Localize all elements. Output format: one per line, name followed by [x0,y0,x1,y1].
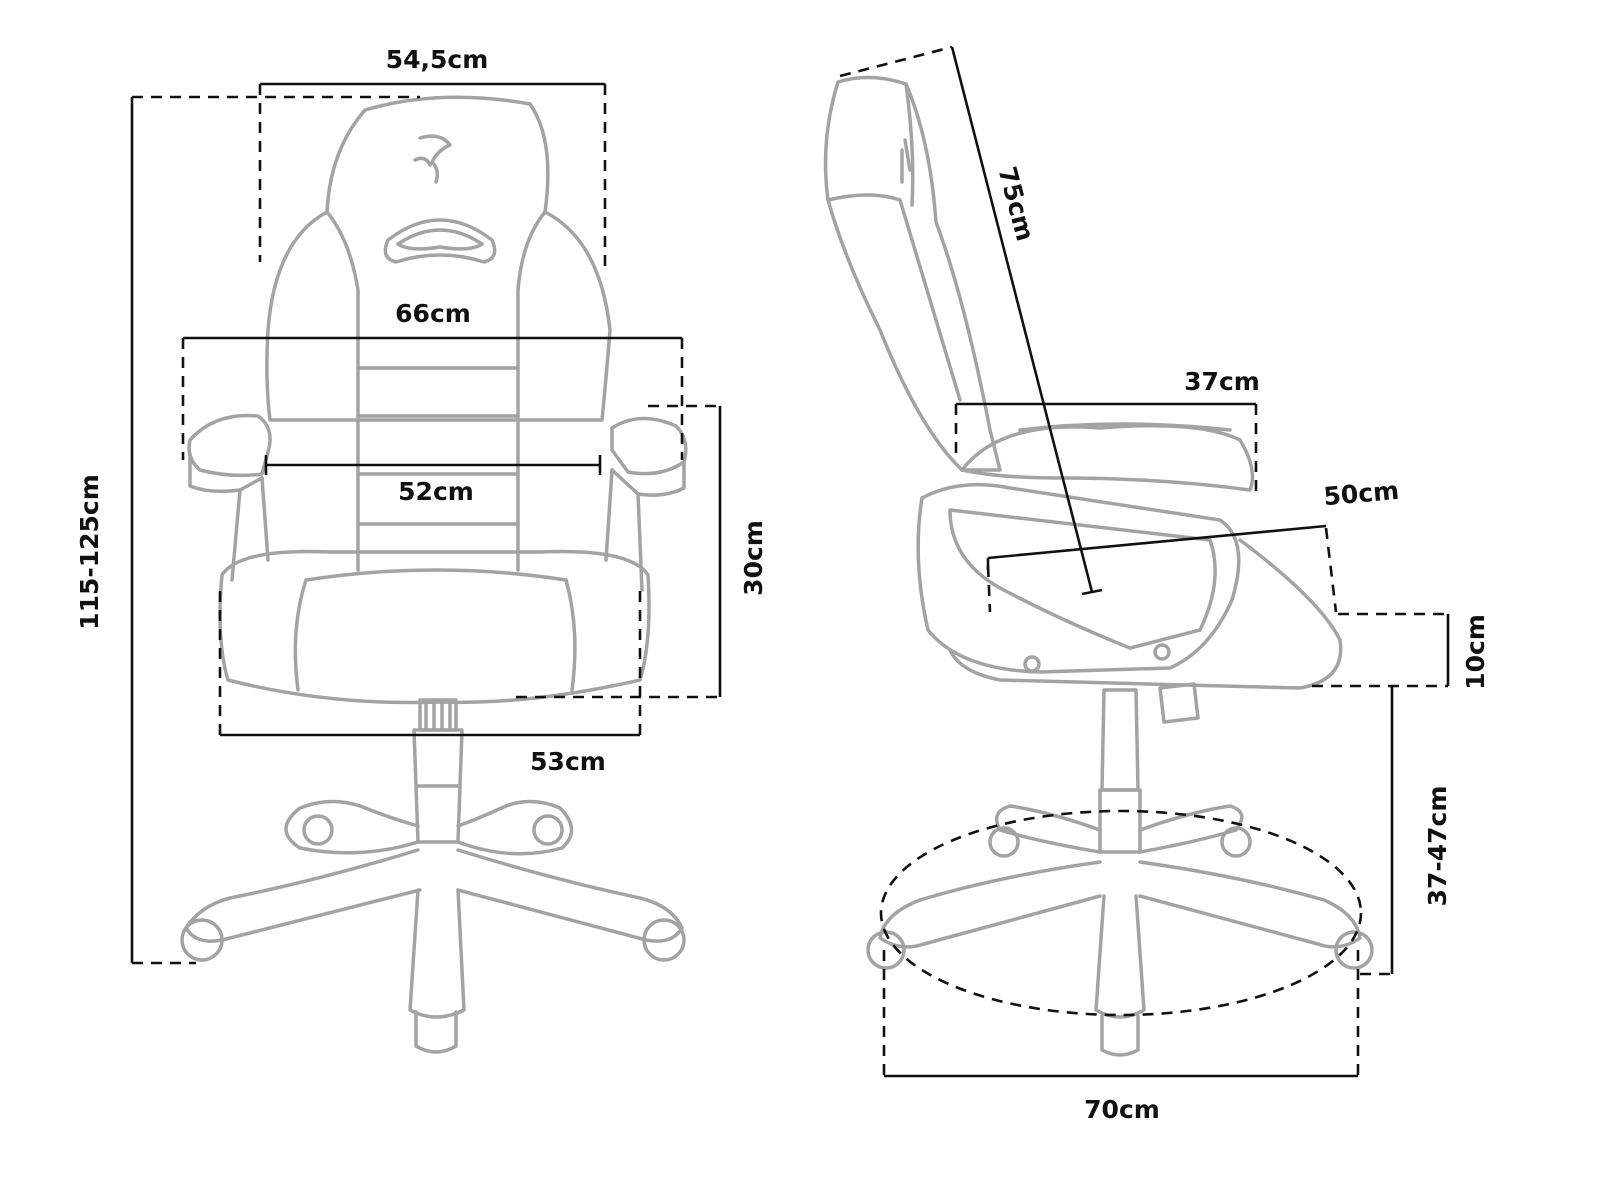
label-seat-width: 53cm [530,747,606,776]
label-cushion-height: 10cm [1461,614,1490,690]
front-dimensions: 54,5cm 66cm 52cm 53cm 115-125cm 30cm [75,45,768,965]
label-seat-height: 37-47cm [1423,786,1452,907]
side-chair-drawing [823,75,1374,1057]
front-chair-drawing [180,95,688,1054]
label-total-height: 115-125cm [75,474,104,630]
label-backrest-width: 54,5cm [386,45,489,74]
label-base-diameter: 70cm [1084,1095,1160,1124]
label-armrest-width: 66cm [395,299,471,328]
dim-line-backrest-height [950,46,1103,596]
label-seat-depth: 50cm [1322,476,1400,511]
label-inner-width: 52cm [398,477,474,506]
label-armrest-depth: 37cm [1184,367,1260,396]
label-armrest-height: 30cm [739,520,768,596]
base-diameter-ellipse [879,809,1363,1017]
side-dimensions: 75cm 37cm 50cm 10cm 37-47cm 70cm [839,45,1490,1124]
dim-line-inner-width [264,455,602,475]
